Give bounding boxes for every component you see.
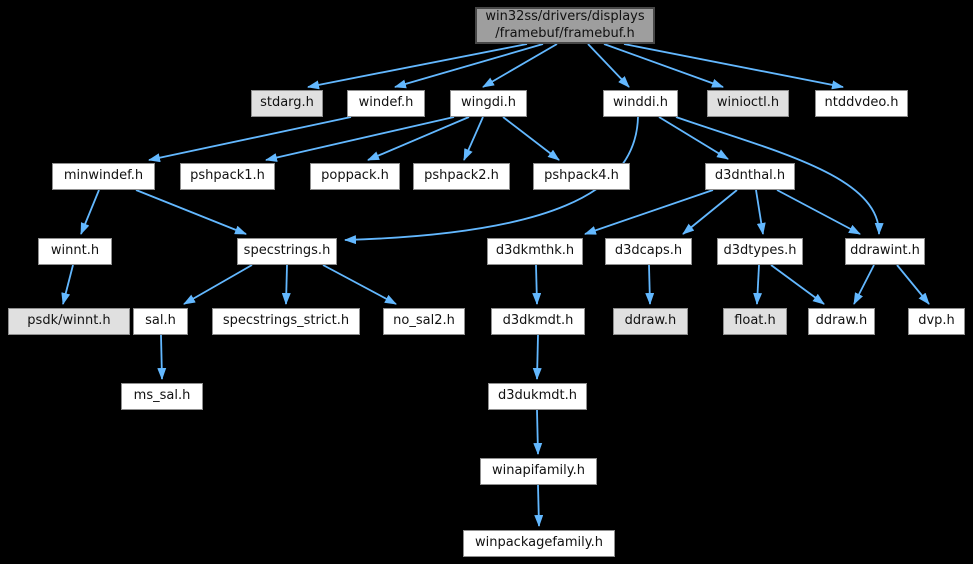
- edge-winnt-to-psdk-winnt: [61, 264, 74, 305]
- edge-framebuf-to-wingdi: [482, 43, 558, 88]
- edge-framebuf-to-windef: [394, 43, 544, 89]
- edge-specstrings-to-sal: [183, 264, 253, 305]
- node-d3dnthal[interactable]: d3dnthal.h: [705, 163, 795, 190]
- edge-winddi-to-d3dnthal: [658, 116, 729, 160]
- edge-wingdi-to-pshpack4: [502, 116, 560, 161]
- node-windef[interactable]: windef.h: [347, 90, 425, 117]
- edge-minwindef-to-winnt: [80, 189, 100, 235]
- node-framebuf: win32ss/drivers/displays /framebuf/frame…: [475, 7, 655, 44]
- node-ms-sal[interactable]: ms_sal.h: [121, 383, 203, 410]
- edge-d3dcaps-to-ddraw-ext: [645, 264, 655, 305]
- node-d3dtypes[interactable]: d3dtypes.h: [717, 238, 803, 265]
- edge-winapifamily-to-winpackagefamily: [534, 484, 544, 527]
- edge-d3dnthal-to-d3dkmthk: [584, 189, 714, 235]
- node-winapifamily[interactable]: winapifamily.h: [480, 458, 597, 485]
- edge-windef-to-minwindef: [148, 116, 352, 163]
- edge-d3dukmdt-to-winapifamily: [533, 409, 543, 455]
- edge-d3dkmthk-to-d3dkmdt: [532, 264, 542, 305]
- edge-d3dnthal-to-ddrawint: [776, 189, 861, 235]
- edge-d3dtypes-to-float: [753, 264, 763, 305]
- node-winpackagefamily[interactable]: winpackagefamily.h: [463, 530, 615, 557]
- node-specstrings-strict[interactable]: specstrings_strict.h: [212, 308, 360, 335]
- node-pshpack4[interactable]: pshpack4.h: [533, 163, 630, 190]
- edge-d3dnthal-to-d3dtypes: [755, 189, 766, 235]
- node-psdk-winnt: psdk/winnt.h: [8, 308, 130, 335]
- edge-framebuf-to-stdarg: [307, 43, 528, 90]
- node-float: float.h: [723, 308, 787, 335]
- edge-framebuf-to-winioctl: [603, 43, 724, 88]
- node-sal[interactable]: sal.h: [133, 308, 188, 335]
- edge-specstrings-to-specstrings-strict: [281, 264, 291, 305]
- node-ddraw-ext: ddraw.h: [613, 308, 688, 335]
- edge-wingdi-to-pshpack1: [265, 116, 455, 162]
- edge-d3dkmdt-to-d3dukmdt: [532, 334, 542, 380]
- node-stdarg: stdarg.h: [251, 90, 323, 117]
- node-winnt[interactable]: winnt.h: [38, 238, 112, 265]
- edge-d3dnthal-to-d3dcaps: [682, 189, 738, 235]
- edge-ddrawint-to-ddraw: [853, 264, 875, 305]
- node-d3dkmdt[interactable]: d3dkmdt.h: [491, 308, 585, 335]
- node-ntddvdeo[interactable]: ntddvdeo.h: [815, 90, 908, 117]
- node-no-sal2[interactable]: no_sal2.h: [383, 308, 465, 335]
- node-dvp[interactable]: dvp.h: [908, 308, 965, 335]
- node-d3dukmdt[interactable]: d3dukmdt.h: [488, 383, 587, 410]
- edge-framebuf-to-winddi: [587, 43, 630, 88]
- node-poppack[interactable]: poppack.h: [310, 163, 400, 190]
- node-winddi[interactable]: winddi.h: [603, 90, 678, 117]
- edge-wingdi-to-pshpack2: [463, 116, 484, 161]
- node-pshpack2[interactable]: pshpack2.h: [413, 163, 510, 190]
- node-minwindef[interactable]: minwindef.h: [52, 163, 155, 190]
- node-d3dkmthk[interactable]: d3dkmthk.h: [487, 238, 583, 265]
- node-ddrawint[interactable]: ddrawint.h: [845, 238, 925, 265]
- node-ddraw[interactable]: ddraw.h: [808, 308, 875, 335]
- edge-sal-to-ms-sal: [157, 334, 167, 380]
- edge-wingdi-to-poppack: [367, 116, 470, 161]
- node-specstrings[interactable]: specstrings.h: [237, 238, 337, 265]
- node-winioctl: winioctl.h: [707, 90, 789, 117]
- edge-minwindef-to-specstrings: [135, 189, 247, 235]
- node-pshpack1[interactable]: pshpack1.h: [180, 163, 275, 190]
- node-d3dcaps[interactable]: d3dcaps.h: [605, 238, 692, 265]
- edge-specstrings-to-no-sal2: [322, 264, 397, 305]
- node-wingdi[interactable]: wingdi.h: [450, 90, 527, 117]
- edge-framebuf-to-ntddvdeo: [623, 43, 844, 90]
- edge-d3dtypes-to-ddraw: [770, 264, 825, 305]
- edge-ddrawint-to-dvp: [896, 264, 930, 305]
